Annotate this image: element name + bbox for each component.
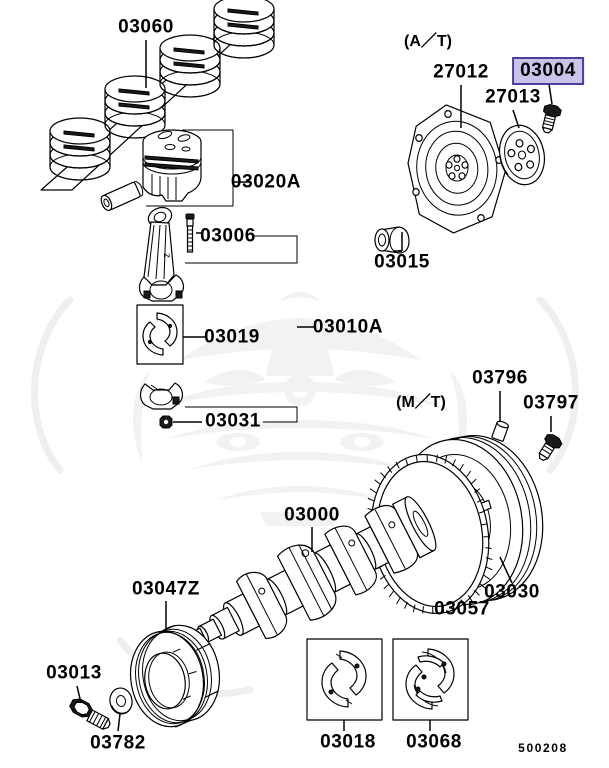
- part-label-27013[interactable]: 27013: [485, 86, 541, 108]
- crankshaft-pulley-bolt: [69, 698, 111, 730]
- part-label-03068[interactable]: 03068: [406, 731, 462, 753]
- part-label-03020A[interactable]: 03020A: [230, 171, 302, 193]
- connecting-rod: z: [138, 206, 185, 302]
- drive-plate-adapter: [498, 124, 546, 186]
- part-label-03019[interactable]: 03019: [204, 326, 260, 348]
- svg-text:z: z: [161, 253, 172, 258]
- part-label-03010A[interactable]: 03010A: [312, 316, 384, 338]
- piston-ring-set: [104, 75, 166, 139]
- part-label-03018[interactable]: 03018: [320, 731, 376, 753]
- flywheel-dowel-pin: [491, 420, 510, 442]
- crankshaft-pulley-washer: [109, 687, 133, 715]
- part-label-27012[interactable]: 27012: [433, 61, 489, 83]
- piston-ring-set: [159, 34, 221, 98]
- section-label-mt: (M／T): [396, 394, 446, 411]
- drive-plate: [407, 104, 506, 234]
- piston: [142, 129, 202, 202]
- part-label-03796[interactable]: 03796: [472, 367, 528, 389]
- part-label-03004[interactable]: 03004: [512, 57, 584, 85]
- part-label-03015[interactable]: 03015: [374, 251, 430, 273]
- pulley-group: [69, 601, 221, 732]
- piston-ring-group: [40, 0, 275, 191]
- pilot-bushing: [374, 226, 410, 254]
- main-bearing-group: [306, 638, 469, 731]
- connecting-rod-bearing: [142, 312, 178, 356]
- background-watermark: [31, 291, 579, 697]
- part-label-03000[interactable]: 03000: [284, 504, 340, 526]
- piston-pin: [100, 181, 144, 212]
- part-label-03047Z[interactable]: 03047Z: [131, 578, 201, 600]
- piston-group: [100, 129, 249, 212]
- piston-ring-set: [213, 0, 275, 59]
- part-label-03006[interactable]: 03006: [200, 225, 256, 247]
- part-label-03797[interactable]: 03797: [523, 392, 579, 414]
- connecting-rod-group: z: [136, 206, 315, 429]
- flywheel-bolt: [538, 434, 563, 461]
- section-label-at: (A／T): [404, 33, 452, 50]
- part-label-03031[interactable]: 03031: [205, 410, 261, 432]
- part-label-03030[interactable]: 03030: [484, 581, 540, 603]
- connecting-rod-nut: [159, 415, 173, 429]
- piston-ring-set: [49, 117, 111, 181]
- main-bearing: [321, 650, 367, 708]
- drive-plate-group: [374, 83, 562, 254]
- part-label-03060[interactable]: 03060: [118, 16, 174, 38]
- connecting-rod-bolt: [185, 213, 195, 253]
- part-label-03782[interactable]: 03782: [90, 732, 146, 754]
- connecting-rod-cap: [139, 382, 184, 410]
- drawing-number: 500208: [518, 741, 568, 755]
- part-label-03057[interactable]: 03057: [434, 598, 490, 620]
- crankshaft-pulley: [129, 624, 221, 728]
- thrust-bearing: [405, 648, 455, 710]
- drive-plate-bolt: [541, 104, 562, 134]
- part-label-03013[interactable]: 03013: [46, 662, 102, 684]
